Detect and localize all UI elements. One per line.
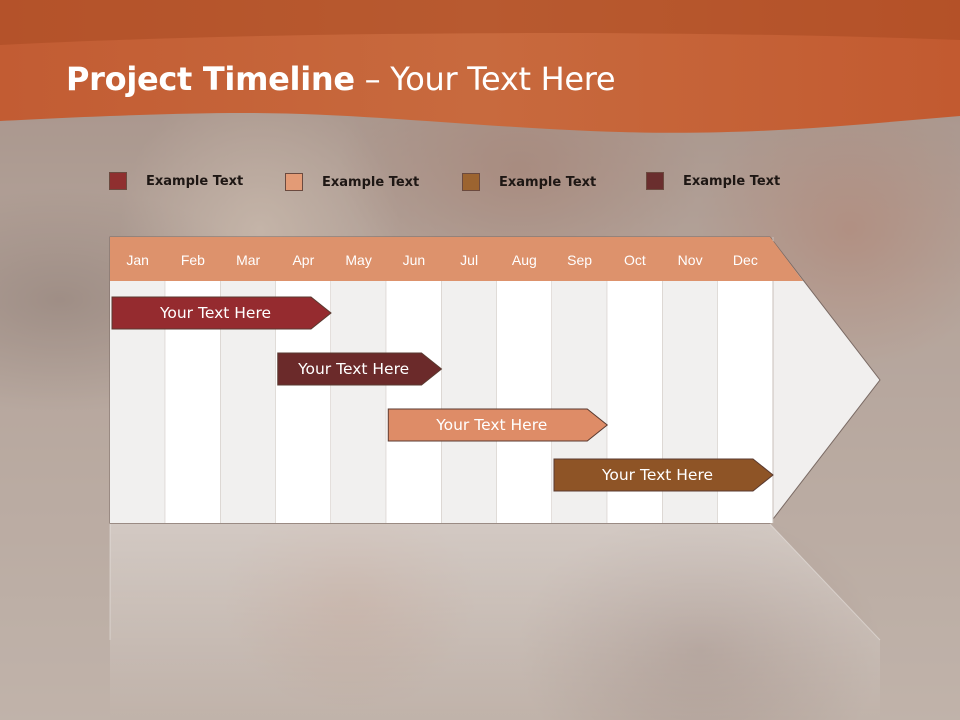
timeline-bar-label: Your Text Here [298, 360, 410, 378]
legend-swatch [646, 172, 664, 190]
month-label-oct: Oct [624, 252, 646, 268]
header-band [0, 0, 960, 133]
legend-swatch [109, 172, 127, 190]
legend-item-3: Example Text [462, 172, 596, 192]
month-label-apr: Apr [292, 252, 314, 268]
legend-swatch [462, 173, 480, 191]
title-bold: Project Timeline [66, 60, 355, 98]
timeline-reflection-edge [769, 523, 881, 641]
month-label-may: May [345, 252, 371, 268]
month-label-mar: Mar [236, 252, 260, 268]
legend-swatch [285, 173, 303, 191]
legend-label: Example Text [146, 173, 244, 189]
timeline-bar-label: Your Text Here [159, 304, 272, 322]
month-label-nov: Nov [678, 252, 703, 268]
month-column [331, 281, 387, 523]
slide-title: Project Timeline – Your Text Here [66, 60, 616, 98]
month-label-jun: Jun [403, 252, 426, 268]
month-label-jan: Jan [126, 252, 149, 268]
month-column [386, 281, 442, 523]
timeline-bar-4[interactable] [553, 458, 774, 492]
legend-item-4: Example Text [646, 171, 780, 191]
month-column [496, 281, 552, 523]
legend-label: Example Text [499, 174, 597, 190]
month-label-aug: Aug [512, 252, 537, 268]
month-label-jul: Jul [460, 252, 478, 268]
timeline-bar-3[interactable] [387, 408, 609, 442]
legend-item-1: Example Text [109, 171, 243, 191]
title-rest: – Your Text Here [354, 60, 616, 98]
month-column [441, 281, 497, 523]
timeline-bar-1[interactable] [111, 296, 332, 330]
timeline-bar-label: Your Text Here [436, 416, 548, 434]
month-label-sep: Sep [567, 252, 592, 268]
timeline-bar-label: Your Text Here [601, 466, 714, 484]
timeline-reflection [110, 524, 880, 720]
month-label-dec: Dec [733, 252, 758, 268]
month-label-feb: Feb [181, 252, 205, 268]
legend-label: Example Text [322, 174, 420, 190]
month-header-row [110, 237, 803, 281]
legend-item-2: Example Text [285, 172, 419, 192]
legend-label: Example Text [683, 173, 781, 189]
timeline-bar-2[interactable] [277, 352, 443, 386]
